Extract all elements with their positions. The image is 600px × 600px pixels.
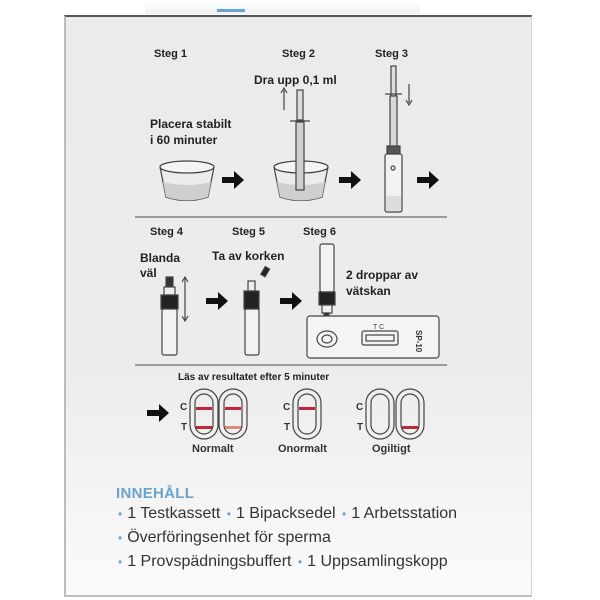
- test-line: [196, 426, 212, 429]
- arrow-right-icon: [222, 171, 244, 189]
- pipette-in-cup-icon: [273, 86, 329, 202]
- contents-line: •1 Testkassett •1 Bipacksedel •1 Arbetss…: [116, 502, 457, 526]
- contents-item: 1 Uppsamlingskopp: [307, 553, 448, 570]
- contents-item: 1 Arbetsstation: [351, 505, 458, 522]
- bullet-icon: •: [342, 507, 347, 521]
- control-label: C: [356, 402, 364, 413]
- step-2-title: Steg 2: [282, 48, 316, 60]
- strip-normal-1: [189, 388, 219, 440]
- syringe-into-vial-icon: [384, 65, 413, 213]
- test-label: T: [181, 422, 188, 433]
- arrow-right-icon: [339, 171, 361, 189]
- result-invalid-label: Ogiltigt: [372, 443, 411, 455]
- step-6-instruction-line2: vätskan: [346, 284, 391, 298]
- contents-line: •1 Provspädningsbuffert •1 Uppsamlingsko…: [116, 550, 457, 574]
- step-2-instruction: Dra upp 0,1 ml: [254, 73, 337, 87]
- dropper-cassette-icon: [306, 243, 440, 359]
- contents-section: INNEHÅLL •1 Testkassett •1 Bipacksedel •…: [116, 485, 457, 574]
- step-6-title: Steg 6: [303, 226, 337, 238]
- step-4-title: Steg 4: [150, 226, 184, 238]
- bullet-icon: •: [226, 507, 231, 521]
- lid-brand-mark: [217, 9, 245, 12]
- control-label: C: [180, 402, 188, 413]
- step-4-instruction-line1: Blanda: [140, 251, 181, 265]
- contents-item: 1 Testkassett: [127, 505, 225, 522]
- test-label: T: [357, 422, 364, 433]
- step-4-instruction-line2: väl: [140, 266, 157, 280]
- result-abnormal-label: Onormalt: [278, 443, 327, 455]
- cassette-marks: T C: [373, 324, 384, 331]
- strip-invalid-2: [395, 388, 425, 440]
- test-label: T: [284, 422, 291, 433]
- control-label: C: [283, 402, 291, 413]
- control-line: [299, 407, 315, 410]
- strip-normal-2: [218, 388, 248, 440]
- step-1-instruction-line1: Placera stabilt: [150, 117, 232, 131]
- contents-heading: INNEHÅLL: [116, 485, 195, 502]
- uncapped-vial-icon: [243, 265, 271, 356]
- control-line: [196, 407, 212, 410]
- control-line: [225, 407, 241, 410]
- collection-cup-icon: [159, 160, 215, 202]
- divider-2: [135, 364, 447, 366]
- test-line-faint: [225, 426, 241, 429]
- contents-item: 1 Provspädningsbuffert: [127, 553, 296, 570]
- bullet-icon: •: [118, 555, 123, 569]
- mix-vial-icon: [160, 275, 189, 356]
- bullet-icon: •: [118, 531, 123, 545]
- contents-line: • Överföringsenhet för sperma: [116, 526, 457, 550]
- arrow-right-icon: [280, 292, 302, 310]
- step-3-title: Steg 3: [375, 48, 409, 60]
- strip-abnormal: [292, 388, 322, 440]
- step-5-title: Steg 5: [232, 226, 266, 238]
- contents-item: Överföringsenhet för sperma: [127, 529, 331, 546]
- arrow-right-icon: [206, 292, 228, 310]
- bullet-icon: •: [118, 507, 123, 521]
- arrow-right-icon: [147, 404, 169, 422]
- divider-1: [135, 216, 447, 218]
- arrow-right-icon: [417, 171, 439, 189]
- strip-invalid-1: [365, 388, 395, 440]
- box-lid: [145, 2, 420, 14]
- contents-item: 1 Bipacksedel: [235, 505, 340, 522]
- result-normal-label: Normalt: [192, 443, 234, 455]
- cassette-label: SP-10: [414, 330, 423, 353]
- step-1-title: Steg 1: [154, 48, 188, 60]
- step-5-instruction: Ta av korken: [212, 249, 285, 263]
- test-line: [402, 426, 418, 429]
- step-1-instruction-line2: i 60 minuter: [150, 133, 218, 147]
- bullet-icon: •: [297, 555, 303, 569]
- step-6-instruction-line1: 2 droppar av: [346, 268, 419, 282]
- results-instruction: Läs av resultatet efter 5 minuter: [178, 372, 330, 383]
